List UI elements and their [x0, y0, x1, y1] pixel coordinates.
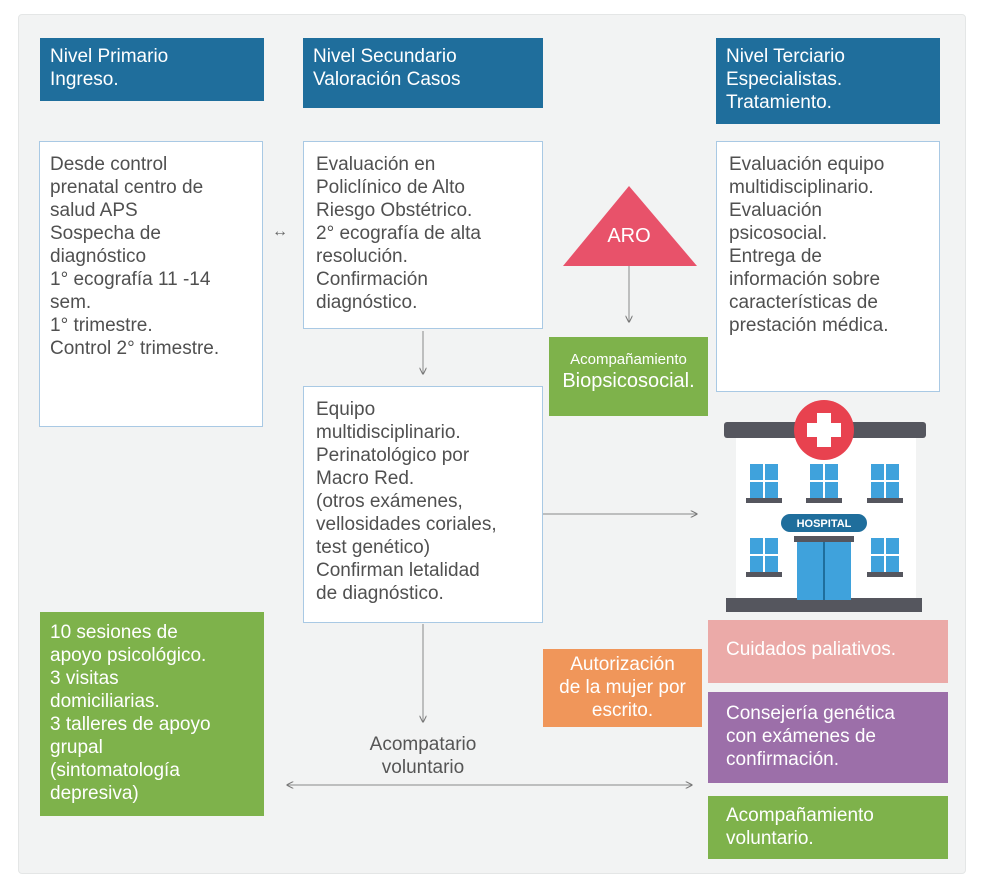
- biopsychosocial-line1: Acompañamiento: [570, 351, 687, 368]
- biopsychosocial-line2: Biopsicosocial.: [562, 370, 695, 392]
- palliative-care-box: Cuidados paliativos.: [708, 620, 948, 683]
- primary-level-box: Desde control prenatal centro de salud A…: [39, 141, 263, 427]
- written-authorization-box: Autorización de la mujer por escrito.: [543, 649, 702, 727]
- voluntary-accompaniment-box: Acompañamiento voluntario.: [708, 796, 948, 859]
- aro-label: ARO: [607, 225, 651, 247]
- header-primary-level: Nivel Primario Ingreso.: [40, 38, 264, 101]
- multidisciplinary-team-box: Equipo multidisciplinario. Perinatológic…: [303, 386, 543, 623]
- header-tertiary-level: Nivel Terciario Especialistas. Tratamien…: [716, 38, 940, 124]
- header-secondary-level: Nivel Secundario Valoración Casos: [303, 38, 543, 108]
- voluntary-accompaniment-label: Acompatario voluntario: [369, 734, 477, 778]
- aro-triangle-icon: [563, 186, 697, 266]
- tertiary-level-box: Evaluación equipo multidisciplinario. Ev…: [716, 141, 940, 392]
- biopsychosocial-support-box: Acompañamiento Biopsicosocial.: [549, 337, 708, 416]
- bidirectional-arrow-icon: ↔: [272, 223, 288, 240]
- secondary-level-box: Evaluación en Policlínico de Alto Riesgo…: [303, 141, 543, 329]
- hospital-sign-text: HOSPITAL: [797, 518, 852, 530]
- psychological-support-box: 10 sesiones de apoyo psicológico. 3 visi…: [40, 612, 264, 816]
- genetic-counseling-box: Consejería genética con exámenes de conf…: [708, 692, 948, 783]
- hospital-icon: HOSPITAL: [724, 400, 926, 612]
